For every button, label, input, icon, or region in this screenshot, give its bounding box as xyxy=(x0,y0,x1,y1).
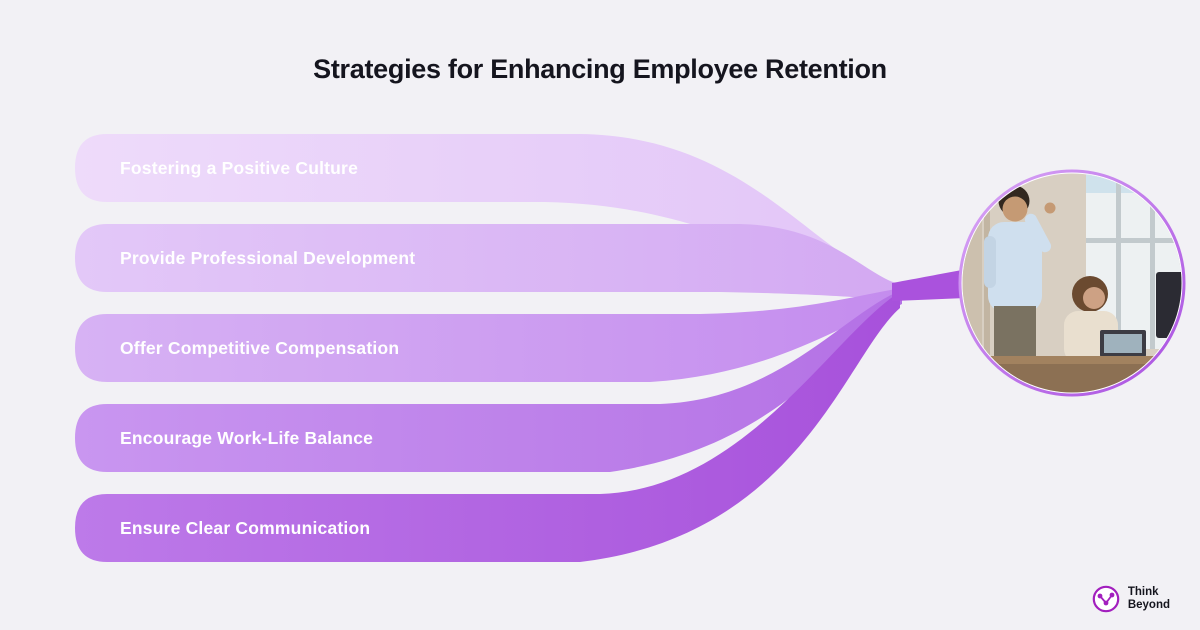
brand-name: Think Beyond xyxy=(1128,586,1170,612)
ribbon-connector xyxy=(892,270,966,301)
brand-logo: Think Beyond xyxy=(1091,584,1170,614)
ribbon-strategy-1 xyxy=(75,134,900,300)
brand-name-line1: Think xyxy=(1127,585,1159,598)
ribbon-strategy-2 xyxy=(75,224,902,300)
team-photo xyxy=(962,173,1182,393)
ribbon-strategy-4 xyxy=(75,290,902,472)
ribbon-strategy-3 xyxy=(75,288,902,382)
ribbon-strategy-5 xyxy=(75,292,900,562)
network-cloud-icon xyxy=(1092,585,1120,613)
brand-name-line2: Beyond xyxy=(1127,599,1170,611)
page-title: Strategies for Enhancing Employee Retent… xyxy=(313,54,887,84)
